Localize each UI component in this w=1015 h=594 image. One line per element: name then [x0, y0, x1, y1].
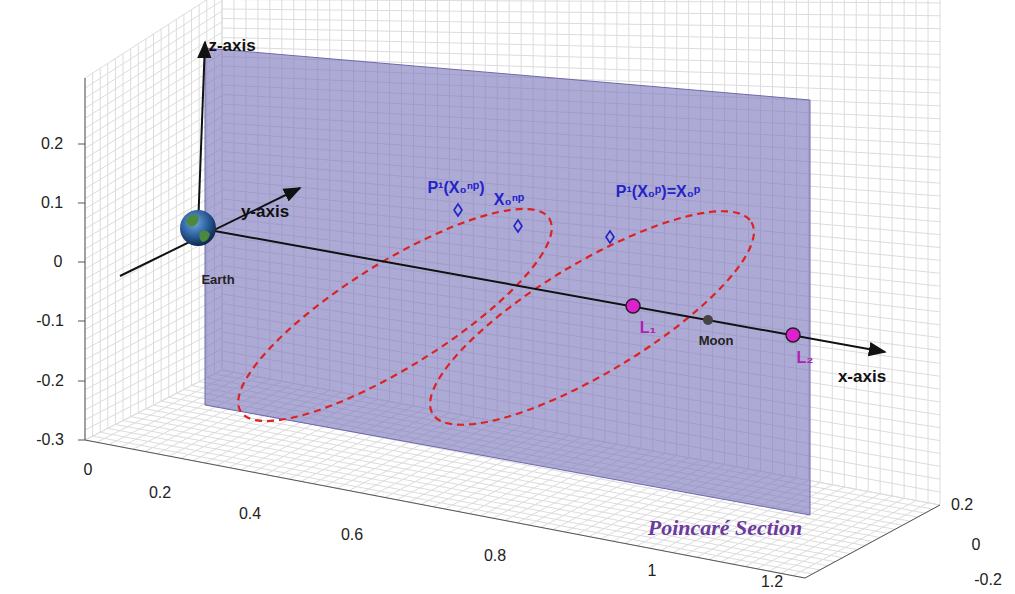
tick-label: 0.4: [239, 505, 261, 523]
tick-label: 0.6: [341, 526, 363, 544]
axis-label: P¹(X₀ⁿᵖ): [427, 179, 484, 197]
grid-line: [222, 38, 940, 55]
axis-label: x-axis: [838, 368, 886, 387]
grid-line: [928, 0, 929, 503]
grid-line: [85, 78, 86, 440]
grid-line: [85, 0, 222, 78]
grid-line: [222, 0, 940, 3]
tick-label: -0.2: [36, 372, 64, 390]
grid-line: [222, 9, 940, 16]
tick-label: 0.2: [951, 496, 973, 514]
tick-label: 0: [972, 536, 981, 554]
axis-label: y-axis: [241, 203, 289, 222]
section-title: Poincaré Section: [648, 516, 803, 540]
grid-line: [880, 0, 881, 494]
grid-line: [85, 11, 222, 98]
axis-label: L₁: [640, 319, 656, 337]
tick-label: -0.2: [974, 571, 1002, 589]
grid-line: [916, 0, 917, 501]
grid-line: [844, 0, 845, 487]
tick-label: 0.1: [41, 194, 63, 212]
grid-line: [222, 28, 940, 42]
grid-line: [940, 0, 941, 505]
grid-line: [85, 254, 222, 330]
tick-label: 0.8: [484, 547, 506, 565]
grid-line: [868, 0, 869, 492]
tick-label: 0: [54, 253, 63, 271]
axis-label: z-axis: [208, 37, 255, 56]
grid-line: [85, 180, 222, 259]
poincare-section-plane: [205, 48, 810, 515]
tick-label: -0.1: [36, 312, 64, 330]
grid-line: [85, 338, 222, 410]
grid-line: [85, 169, 222, 249]
grid-line: [85, 201, 222, 279]
axis-label: X₀ⁿᵖ: [494, 191, 524, 209]
grid-line: [892, 0, 893, 496]
tick-label: 1: [648, 562, 657, 580]
tick-label: -0.3: [36, 431, 64, 449]
grid-line: [85, 296, 222, 370]
grid-line: [832, 0, 833, 485]
points: [454, 204, 800, 342]
grid-line: [904, 0, 905, 498]
tick-label: 0.2: [149, 484, 171, 502]
axis-label: Earth: [201, 273, 234, 287]
tick-label: 0: [84, 461, 93, 479]
grid-line: [85, 1, 222, 89]
grid-line: [820, 0, 821, 483]
axis-label: Moon: [699, 334, 734, 348]
axis-grid: [85, 0, 940, 578]
grid-line: [85, 191, 222, 269]
grid-line: [85, 286, 222, 360]
grid-line: [856, 0, 857, 489]
coordinate-axes: [120, 42, 885, 352]
tick-label: 0.2: [41, 135, 63, 153]
grid-line: [222, 19, 940, 29]
axis-label: P¹(X₀ᵖ)=X₀ᵖ: [616, 183, 700, 201]
earth-icon: [180, 210, 216, 246]
axis-label: L₂: [797, 349, 814, 367]
tick-label: 1.2: [761, 573, 783, 591]
